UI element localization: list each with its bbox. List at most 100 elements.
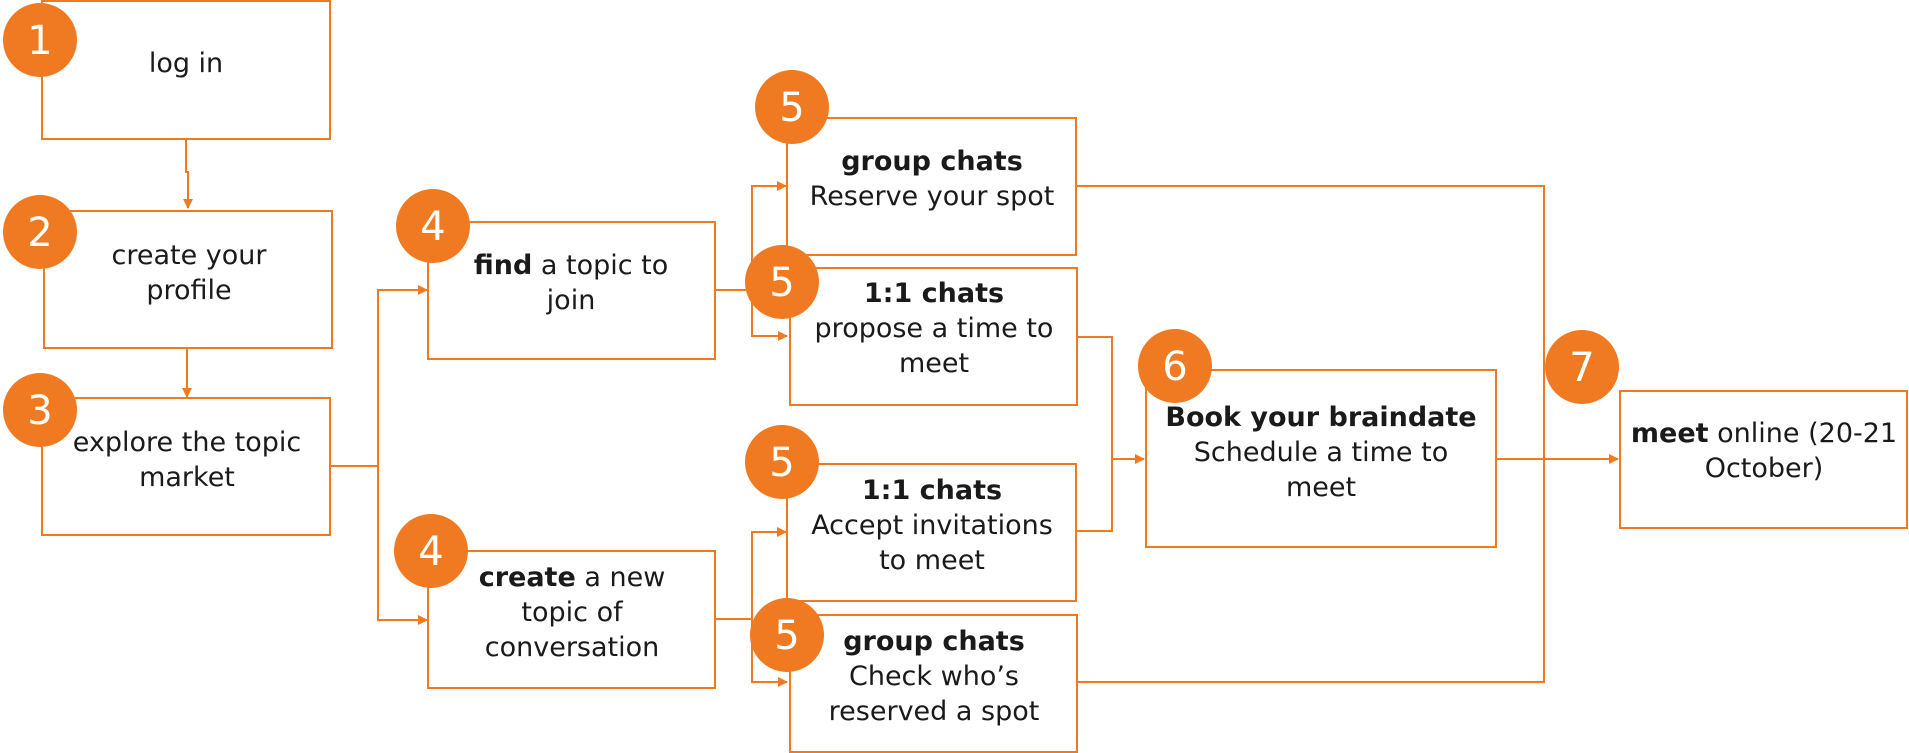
step-text-line: topic of — [521, 597, 624, 628]
step-box — [786, 463, 1077, 602]
step-text-line: 1:1 chats — [862, 475, 1002, 506]
step-text-line: explore the topic — [73, 427, 301, 458]
step-s3: 3 explore the topic market — [3, 373, 331, 536]
step-text-bold: meet — [1631, 418, 1709, 449]
step-text-plain: October) — [1705, 453, 1824, 484]
connector-1-2 — [183, 139, 193, 209]
step-text-plain: a new — [576, 562, 666, 593]
step-s4a: 4 find a topic to join — [396, 189, 716, 360]
step-text-plain: meet — [899, 348, 969, 379]
step-text-line: October) — [1705, 453, 1824, 484]
step-text-plain: join — [546, 285, 596, 316]
step-text-line: meet online (20-21 — [1631, 418, 1897, 449]
step-text-bold: group chats — [843, 626, 1025, 657]
step-text-bold: create — [479, 562, 576, 593]
step-text-plain: profile — [146, 275, 231, 306]
step-text-plain: to meet — [879, 545, 985, 576]
step-text-line: Accept invitations — [811, 510, 1053, 541]
step-text-line: profile — [146, 275, 231, 306]
step-number-badge — [755, 70, 829, 144]
connector-4a-5b — [751, 290, 788, 341]
step-text-plain: Accept invitations — [811, 510, 1053, 541]
step-text-plain: a topic to — [532, 250, 668, 281]
step-text-plain: Reserve your spot — [810, 181, 1055, 212]
step-box — [789, 614, 1078, 753]
step-number-badge — [394, 514, 468, 588]
step-text-line: reserved a spot — [829, 696, 1040, 727]
connector-4b-5c — [751, 527, 787, 619]
step-text-plain: Schedule a time to — [1194, 437, 1448, 468]
step-text-bold: find — [474, 250, 533, 281]
step-text-line: 1:1 chats — [864, 278, 1004, 309]
step-text-line: meet — [1286, 472, 1356, 503]
step-box — [786, 117, 1077, 256]
step-text-bold: 1:1 chats — [864, 278, 1004, 309]
step-number: 5 — [779, 85, 804, 131]
step-text-line: create a new — [479, 562, 666, 593]
step-box — [1619, 390, 1908, 529]
step-text-line: propose a time to — [815, 313, 1054, 344]
connector-3-4a — [377, 285, 428, 466]
step-text-line: join — [546, 285, 596, 316]
step-text-plain: conversation — [485, 632, 660, 663]
connector-5c-6 — [1077, 459, 1113, 532]
step-text-plain: Check who’s — [849, 661, 1019, 692]
step-number-badge — [750, 598, 824, 672]
step-box — [41, 397, 331, 536]
step-text-bold: 1:1 chats — [862, 475, 1002, 506]
connector-4a-5a — [751, 181, 787, 290]
step-text-plain: market — [139, 462, 235, 493]
step-text-plain: topic of — [521, 597, 624, 628]
step-text-plain: meet — [1286, 472, 1356, 503]
step-text-line: group chats — [843, 626, 1025, 657]
step-text-plain: propose a time to — [815, 313, 1054, 344]
step-box — [43, 210, 333, 349]
step-number: 3 — [27, 388, 52, 434]
step-box — [41, 0, 331, 140]
step-number-badge — [1138, 329, 1212, 403]
connector-5d-7 — [1077, 459, 1545, 683]
step-s2: 2 create your profile — [3, 195, 333, 349]
step-text-line: conversation — [485, 632, 660, 663]
step-number: 4 — [418, 529, 443, 575]
step-number-badge — [1545, 330, 1619, 404]
step-number: 6 — [1162, 344, 1187, 390]
step-number: 7 — [1569, 345, 1594, 391]
step-number: 5 — [769, 440, 794, 486]
step-text-line: find a topic to — [474, 250, 669, 281]
connector-5a-7 — [1077, 185, 1545, 459]
connector-5b-6 — [1077, 336, 1113, 459]
step-text-bold: group chats — [841, 146, 1023, 177]
step-text-line: Schedule a time to — [1194, 437, 1448, 468]
step-number-badge — [396, 189, 470, 263]
step-text-plain: reserved a spot — [829, 696, 1040, 727]
step-number-badge — [3, 3, 77, 77]
step-text-line: market — [139, 462, 235, 493]
step-text-plain: create your — [112, 240, 268, 271]
step-text-line: create your — [112, 240, 268, 271]
step-text-line: Book your braindate — [1165, 402, 1476, 433]
step-text-line: log in — [149, 48, 223, 79]
step-box — [427, 221, 716, 360]
step-text-plain: log in — [149, 48, 223, 79]
step-text-bold: Book your braindate — [1165, 402, 1476, 433]
step-text-line: Reserve your spot — [810, 181, 1055, 212]
step-number: 2 — [27, 210, 52, 256]
step-text-line: to meet — [879, 545, 985, 576]
step-text-line: Check who’s — [849, 661, 1019, 692]
step-number: 4 — [420, 204, 445, 250]
connector-3-4b — [377, 466, 428, 625]
step-s5b: 5 1:1 chats propose a time to meet — [745, 245, 1078, 406]
step-s4b: 4 create a new topic of conversation — [394, 514, 716, 689]
step-number-badge — [745, 245, 819, 319]
step-text-line: group chats — [841, 146, 1023, 177]
step-number: 5 — [769, 260, 794, 306]
step-text-line: meet — [899, 348, 969, 379]
